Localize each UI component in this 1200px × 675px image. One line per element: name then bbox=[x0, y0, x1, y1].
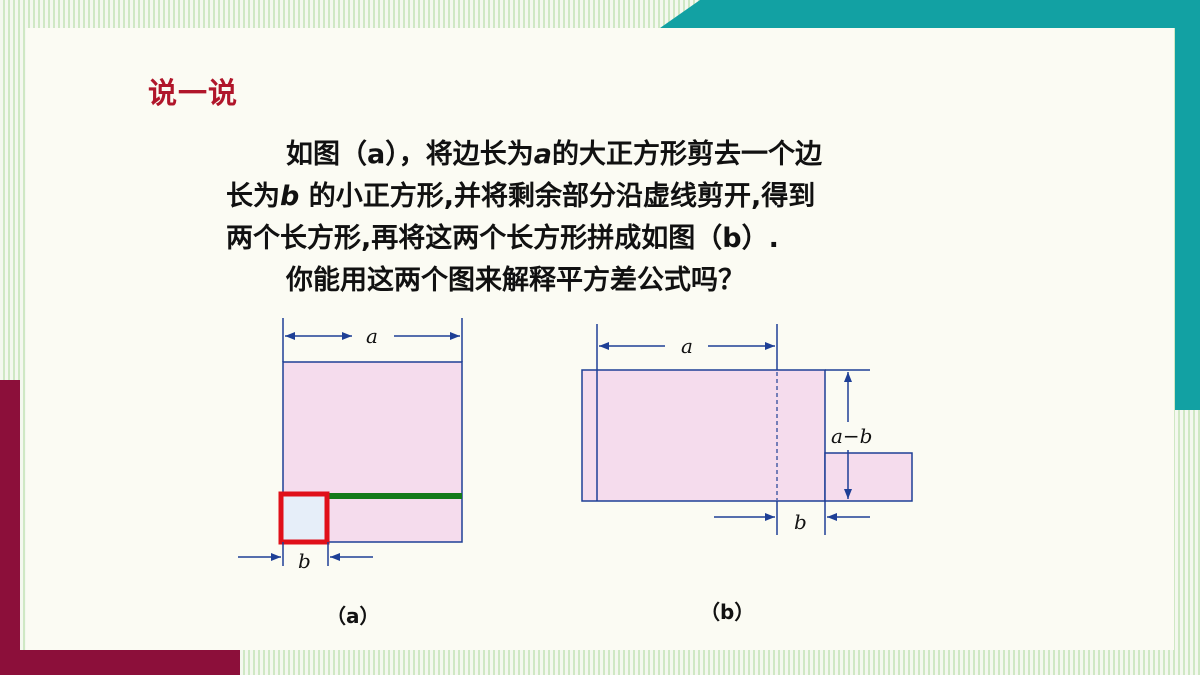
content-panel bbox=[26, 28, 1174, 650]
figure-b-label-a-minus-b: a−b bbox=[831, 424, 872, 448]
paragraph-question: 你能用这两个图来解释平方差公式吗？ bbox=[286, 265, 745, 296]
paragraph-line-3: 两个长方形,再将这两个长方形拼成如图（b）. bbox=[226, 223, 779, 254]
small-square bbox=[278, 491, 330, 545]
line1-text-b: 的大正方形剪去一个边 bbox=[551, 139, 822, 170]
slide-heading: 说一说 bbox=[148, 76, 239, 110]
line2-text-a: 长为 bbox=[226, 181, 280, 212]
figure-b: a a−b b bbox=[581, 324, 913, 535]
figure-a-caption: （a） bbox=[326, 604, 380, 628]
paragraph-line-1: 如图（a），将边长为a的大正方形剪去一个边 bbox=[226, 134, 926, 176]
figure-a: a b bbox=[238, 318, 463, 573]
variable-a: a bbox=[533, 139, 552, 170]
figure-b-label-b: b bbox=[794, 510, 807, 534]
line2-text-b: 的小正方形,并将剩余部分沿虚线剪开,得到 bbox=[299, 181, 816, 212]
long-rectangle bbox=[581, 369, 826, 502]
figure-b-label-a: a bbox=[681, 334, 693, 358]
paragraph-line-2: 长为b 的小正方形,并将剩余部分沿虚线剪开,得到 bbox=[226, 176, 926, 218]
figure-a-label-a: a bbox=[366, 324, 378, 348]
figure-a-label-b: b bbox=[298, 549, 311, 573]
variable-b: b bbox=[280, 181, 300, 212]
small-rectangle bbox=[824, 452, 913, 502]
figure-b-caption: （b） bbox=[700, 600, 755, 624]
line1-text-a: 如图（a），将边长为 bbox=[286, 139, 534, 170]
